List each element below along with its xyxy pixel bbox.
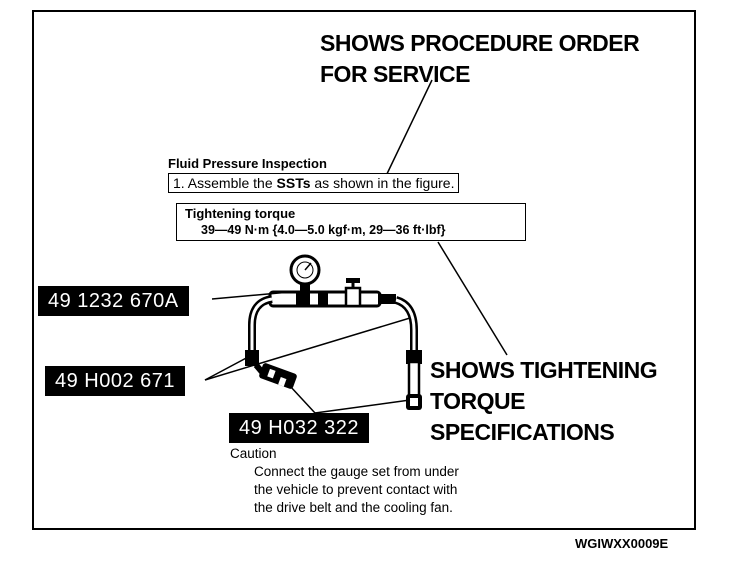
procedure-callout: SHOWS PROCEDURE ORDER FOR SERVICE xyxy=(320,28,640,90)
torque-callout-line1: SHOWS TIGHTENING xyxy=(430,357,658,383)
caution-line-1: Connect the gauge set from under xyxy=(254,464,459,479)
torque-callout-line3: SPECIFICATIONS xyxy=(430,419,615,445)
leader-part-3b xyxy=(314,399,411,414)
procedure-step-suffix: as shown in the figure. xyxy=(310,175,455,191)
procedure-callout-line1: SHOWS PROCEDURE ORDER xyxy=(320,30,640,56)
leader-torque xyxy=(437,241,508,356)
caution-heading: Caution xyxy=(230,446,277,461)
procedure-callout-line2: FOR SERVICE xyxy=(320,61,471,87)
diagram-frame xyxy=(32,10,696,530)
leader-part-2b xyxy=(204,317,411,381)
procedure-step-prefix: 1. Assemble the xyxy=(173,175,277,191)
procedure-heading: Fluid Pressure Inspection xyxy=(168,156,327,171)
figure-id: WGIWXX0009E xyxy=(575,536,669,551)
adapter-fitting xyxy=(253,363,297,389)
part-number-1: 49 1232 670A xyxy=(38,286,189,316)
leader-part-2a xyxy=(204,355,251,381)
torque-callout: SHOWS TIGHTENING TORQUE SPECIFICATIONS xyxy=(430,355,658,448)
right-hose-tube xyxy=(407,360,421,398)
leader-procedure xyxy=(384,79,433,179)
left-hose-fitting xyxy=(245,350,259,366)
procedure-step: 1. Assemble the SSTs as shown in the fig… xyxy=(168,173,460,193)
part-number-3: 49 H032 322 xyxy=(229,413,370,443)
torque-callout-line2: TORQUE xyxy=(430,388,525,414)
pressure-gauge-icon xyxy=(289,254,321,294)
caution-block: Caution Connect the gauge set from under… xyxy=(230,445,459,517)
left-hose xyxy=(248,295,273,352)
leader-part-3a xyxy=(289,385,316,414)
part-number-2: 49 H002 671 xyxy=(45,366,186,396)
caution-line-3: the drive belt and the cooling fan. xyxy=(254,500,453,515)
torque-value: 39—49 N·m {4.0—5.0 kgf·m, 29—36 ft·lbf} xyxy=(201,223,446,237)
caution-line-2: the vehicle to prevent contact with xyxy=(254,482,458,497)
torque-box: Tightening torque 39—49 N·m {4.0—5.0 kgf… xyxy=(176,203,526,241)
manifold-valve xyxy=(268,278,396,308)
torque-heading: Tightening torque xyxy=(185,206,296,221)
procedure-step-bold: SSTs xyxy=(276,175,311,191)
right-hose xyxy=(394,296,418,352)
leader-part-1 xyxy=(211,291,291,300)
